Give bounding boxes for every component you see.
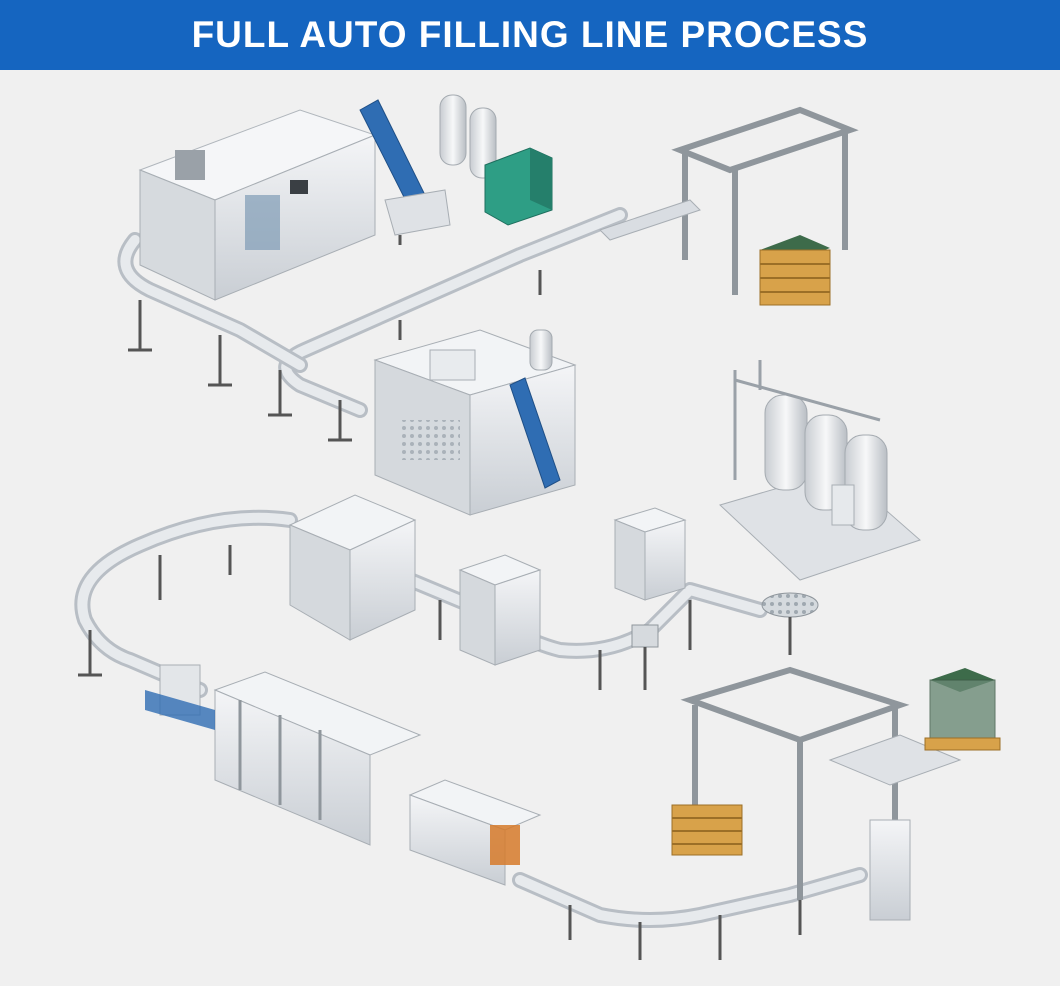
- robotic-palletizer: [671, 666, 1001, 921]
- pallet-stack-lower: [924, 668, 1001, 751]
- middle-conveyor-legs: [78, 545, 692, 690]
- water-treatment-system: [719, 360, 921, 581]
- labeling-machine: [458, 554, 542, 666]
- pallet-stack-top: [759, 235, 831, 306]
- preform-elevator: [359, 99, 451, 245]
- capping-machine: [288, 494, 417, 641]
- blow-molding-machine: [138, 109, 377, 301]
- upper-conveyor: [117, 207, 628, 418]
- air-compressor-station: [439, 94, 553, 226]
- filling-line-illustration: [74, 94, 1001, 960]
- lower-conveyor-legs: [568, 897, 802, 960]
- palletizer-top: [599, 106, 859, 306]
- case-packing-machine: [145, 664, 422, 846]
- filling-machine: [373, 329, 577, 516]
- rotary-table: [761, 592, 819, 655]
- empty-pallets: [671, 804, 743, 856]
- inkjet-coder: [631, 624, 659, 690]
- banner-title: FULL AUTO FILLING LINE PROCESS: [191, 14, 869, 55]
- shrink-wrapping-machine: [408, 779, 542, 886]
- title-banner: FULL AUTO FILLING LINE PROCESS: [0, 0, 1060, 70]
- lower-conveyor: [512, 867, 868, 928]
- conveyor-legs: [128, 270, 542, 442]
- inspection-machine: [613, 507, 687, 601]
